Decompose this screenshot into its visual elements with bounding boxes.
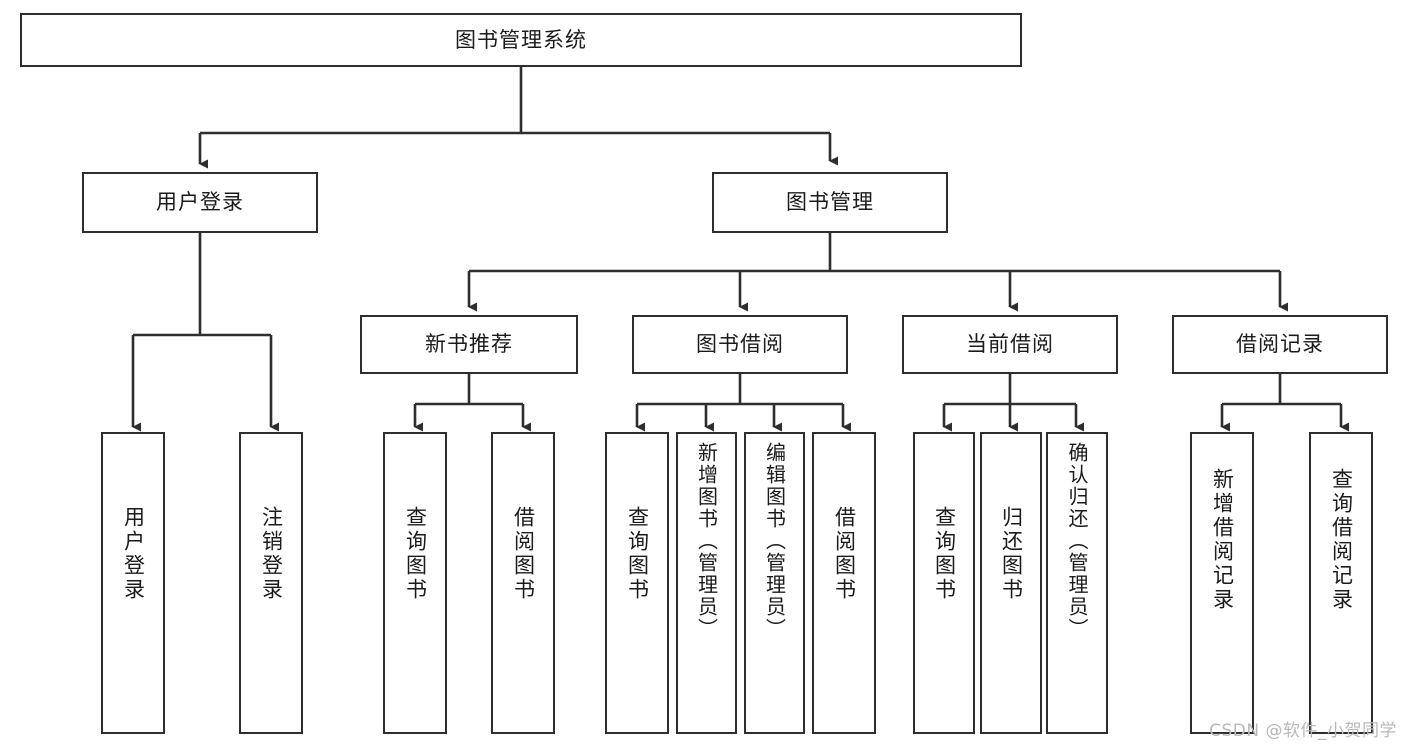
leaf-add-borrow-record[interactable]: 新增借阅记录 [1190, 432, 1254, 734]
leaf-logout-login[interactable]: 注销登录 [239, 432, 303, 734]
node-label: 归还图书 [999, 506, 1024, 602]
node-label: 新增借阅记录 [1210, 468, 1235, 612]
node-current-borrow[interactable]: 当前借阅 [902, 315, 1118, 374]
node-label: 新增图书（管理员） [694, 442, 719, 640]
leaf-add-book-admin[interactable]: 新增图书（管理员） [676, 432, 737, 734]
node-label: 查询图书 [625, 506, 650, 602]
node-label: 新书推荐 [425, 332, 513, 357]
watermark-text: CSDN @软件_小贺同学 [1209, 721, 1397, 741]
node-label: 注销登录 [259, 506, 284, 602]
node-label: 查询图书 [932, 506, 957, 602]
node-label: 借阅图书 [511, 506, 536, 602]
leaf-confirm-return-admin[interactable]: 确认归还（管理员） [1046, 432, 1108, 734]
leaf-edit-book-admin[interactable]: 编辑图书（管理员） [744, 432, 805, 734]
node-root-book-management-system[interactable]: 图书管理系统 [20, 13, 1022, 67]
node-borrow-record[interactable]: 借阅记录 [1172, 315, 1388, 374]
node-new-book-recommend[interactable]: 新书推荐 [360, 315, 578, 374]
leaf-user-login[interactable]: 用户登录 [101, 432, 165, 734]
node-label: 用户登录 [156, 190, 244, 215]
node-label: 确认归还（管理员） [1065, 442, 1089, 640]
node-label: 借阅记录 [1236, 332, 1324, 357]
leaf-query-book-newbook[interactable]: 查询图书 [383, 432, 447, 734]
leaf-borrow-book-newbook[interactable]: 借阅图书 [491, 432, 555, 734]
leaf-return-book[interactable]: 归还图书 [980, 432, 1042, 734]
node-label: 借阅图书 [832, 506, 857, 602]
node-book-management[interactable]: 图书管理 [712, 172, 948, 233]
leaf-query-borrow-record[interactable]: 查询借阅记录 [1309, 432, 1373, 734]
node-label: 图书管理系统 [455, 27, 587, 52]
leaf-borrow-book[interactable]: 借阅图书 [812, 432, 876, 734]
node-label: 编辑图书（管理员） [762, 442, 787, 640]
node-label: 图书借阅 [696, 332, 784, 357]
node-label: 用户登录 [121, 506, 146, 602]
leaf-query-book-current[interactable]: 查询图书 [913, 432, 975, 734]
node-label: 查询图书 [403, 506, 428, 602]
node-book-borrow[interactable]: 图书借阅 [632, 315, 848, 374]
node-user-login[interactable]: 用户登录 [82, 172, 318, 233]
node-label: 图书管理 [786, 190, 874, 215]
node-label: 当前借阅 [966, 332, 1054, 357]
leaf-query-book-borrow[interactable]: 查询图书 [605, 432, 669, 734]
node-label: 查询借阅记录 [1329, 468, 1354, 612]
